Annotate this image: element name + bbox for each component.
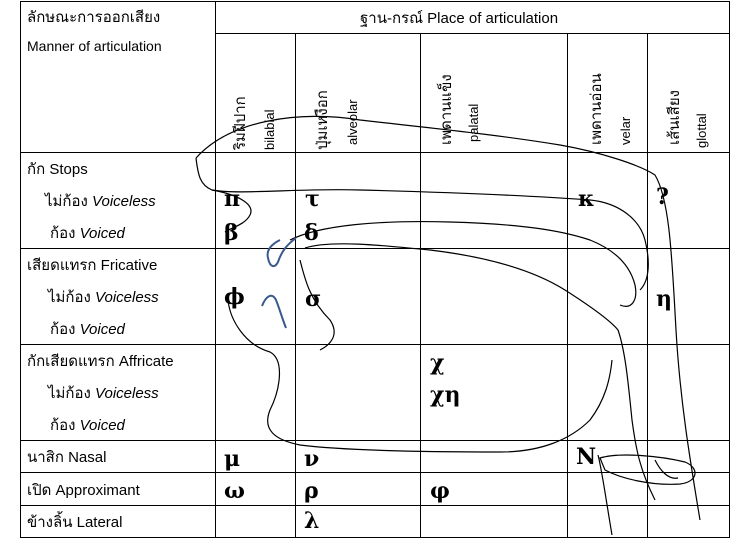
symbol-approx-palatal: φ <box>430 478 450 504</box>
symbol-affr-palatal-1: χ <box>430 350 445 376</box>
manner-lateral: ข้างลิ้น Lateral <box>27 514 123 531</box>
place-title: ฐาน-กรณ์ Place of articulation <box>360 10 559 27</box>
manner-stops: กัก Stops <box>27 161 88 178</box>
symbol-nasal-alveolar: ν <box>304 446 320 472</box>
symbol-stop-vl-alveolar: τ <box>305 186 320 212</box>
symbol-stop-vl-bilabial: π <box>224 186 241 212</box>
place-palatal-th: เพดานแข็ง <box>438 74 455 145</box>
symbol-stop-vl-velar: κ <box>578 186 595 212</box>
symbol-approx-bilabial: ω <box>224 478 245 504</box>
symbol-fric-vl-alveolar: σ <box>305 286 322 312</box>
place-bilabial-en: bilabial <box>262 109 277 150</box>
lip-strokes <box>261 237 297 329</box>
symbol-affr-palatal-2: χη <box>430 382 461 408</box>
symbol-fric-vl-glottal: η <box>656 286 672 312</box>
manner-nasal: นาสิก Nasal <box>27 449 107 466</box>
manner-affricate: กักเสียดแทรก Affricate <box>27 353 174 370</box>
manner-approximant: เปิด Approximant <box>27 482 140 499</box>
place-palatal-en: palatal <box>466 103 481 142</box>
table-grid-lines <box>20 1 730 538</box>
stops-voiceless: ไม่ก้อง Voiceless <box>45 193 156 210</box>
fricative-voiced: ก้อง Voiced <box>50 321 125 338</box>
manner-fricative: เสียดแทรก Fricative <box>27 257 158 274</box>
symbol-nasal-bilabial: μ <box>224 446 241 472</box>
place-glottal-en: glottal <box>694 113 709 148</box>
affricate-voiced: ก้อง Voiced <box>50 417 125 434</box>
place-velar-en: velar <box>618 116 633 145</box>
place-alveolar-en: alveolar <box>345 99 360 145</box>
place-alveolar-th: ปุ่มเหงือก <box>314 90 331 150</box>
place-glottal-th: เส้นเสียง <box>666 90 683 145</box>
affricate-voiceless: ไม่ก้อง Voiceless <box>48 385 159 402</box>
symbol-approx-alveolar: ρ <box>304 478 319 504</box>
manner-title-en: Manner of articulation <box>27 38 162 54</box>
vocal-tract-sketch <box>195 115 701 536</box>
symbol-stop-vd-alveolar: δ <box>304 220 319 246</box>
place-velar-th: เพดานอ่อน <box>588 73 605 145</box>
symbol-stop-vl-glottal: ? <box>656 184 669 210</box>
symbol-lateral-alveolar: λ <box>304 508 320 534</box>
manner-title-th: ลักษณะการออกเสียง <box>27 9 161 26</box>
fricative-voiceless: ไม่ก้อง Voiceless <box>48 289 159 306</box>
symbol-fric-vl-bilabial: ϕ <box>224 284 245 310</box>
place-bilabial-th: ริมฝีปาก <box>232 96 249 150</box>
symbol-nasal-velar: N <box>576 444 597 470</box>
symbol-stop-vd-bilabial: β <box>224 220 239 246</box>
stops-voiced: ก้อง Voiced <box>50 225 125 242</box>
